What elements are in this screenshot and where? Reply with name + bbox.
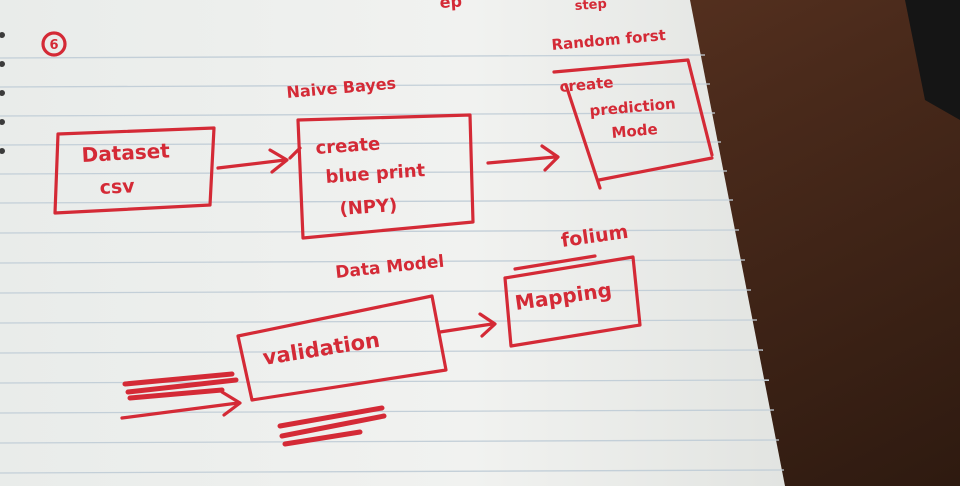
blueprint-box	[288, 113, 475, 240]
circled-number-outline	[41, 31, 67, 57]
scribble-crossout-left	[122, 371, 239, 401]
spiral-holes	[0, 32, 5, 154]
prediction-box	[552, 58, 714, 190]
arrow-validation-to-mapping	[438, 312, 497, 338]
arrow-blueprint-to-prediction	[486, 144, 560, 172]
circled-number-text: 6	[49, 38, 58, 53]
mapping-box	[503, 255, 642, 348]
top-fragment-ep: ep	[439, 0, 463, 12]
arrow-dataset-to-blueprint	[216, 148, 289, 174]
scribble-crossout-bottom	[277, 405, 387, 447]
dataset-label-line1: Dataset	[81, 138, 171, 167]
notebook-page	[0, 0, 785, 486]
blueprint-label-line1: create	[315, 134, 381, 159]
dataset-box	[53, 126, 216, 215]
blueprint-label-line3: (NPY)	[339, 195, 398, 220]
arrow-into-validation	[120, 390, 242, 420]
top-fragment-step: step	[574, 0, 607, 14]
prediction-label-line3: Mode	[611, 120, 659, 142]
dataset-label-line2: csv	[99, 175, 136, 199]
dark-object	[905, 0, 960, 120]
prediction-label-line1: create	[559, 73, 614, 96]
validation-box	[236, 294, 448, 402]
folium-underline	[513, 254, 597, 271]
